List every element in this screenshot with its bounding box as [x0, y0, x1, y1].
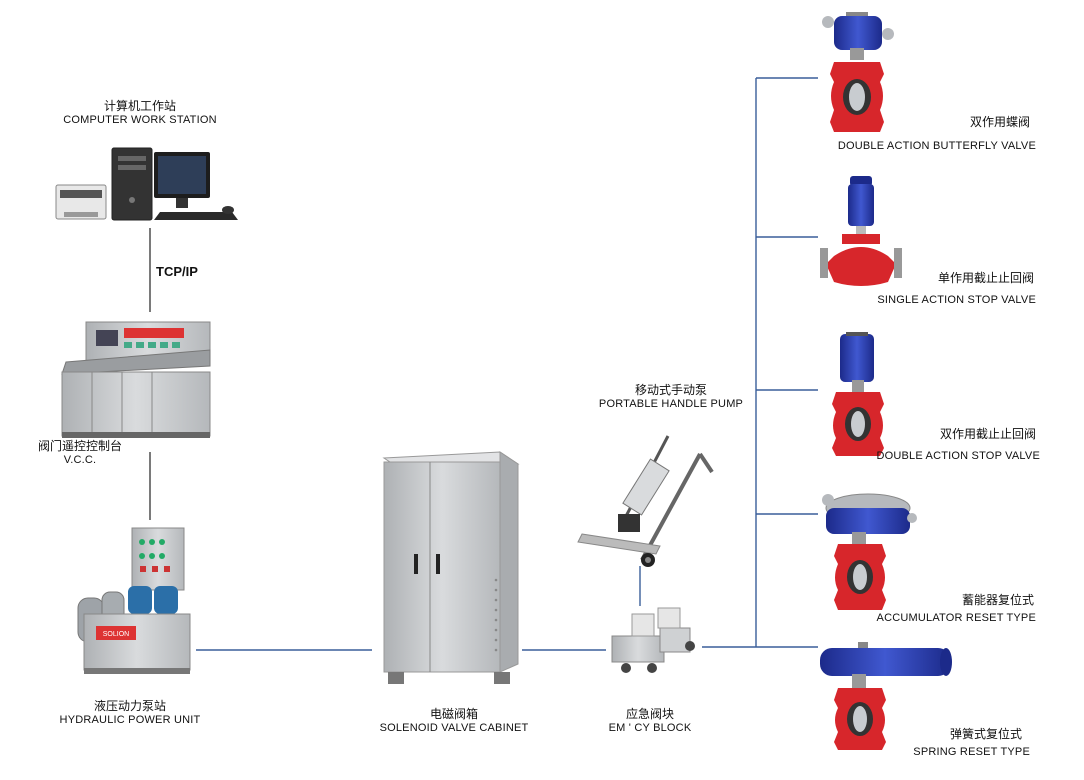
hand-pump-icon — [577, 435, 714, 567]
butterfly-valve-icon — [832, 332, 884, 456]
hydraulic-unit-icon: SOLION — [77, 527, 191, 674]
workstation-label-cn: 计算机工作站 — [103, 99, 176, 113]
butterfly-valve-icon — [820, 642, 952, 750]
control-console-icon — [61, 321, 211, 438]
valve-label-3-cn: 双作用截止止回阀 — [939, 427, 1036, 441]
cabinet-label-cn: 电磁阀箱 — [429, 707, 478, 721]
valve-label-1: 双作用蝶阀 DOUBLE ACTION BUTTERFLY VALVE — [810, 115, 1036, 152]
valve-label-2-cn: 单作用截止止回阀 — [937, 271, 1034, 285]
workstation-label: 计算机工作站 COMPUTER WORK STATION — [40, 99, 240, 126]
pump-label-en: PORTABLE HANDLE PUMP — [598, 397, 744, 410]
valve-label-5-cn: 弹簧式复位式 — [949, 727, 1022, 741]
valve-cabinet-icon — [382, 451, 520, 684]
valve-label-2-en: SINGLE ACTION STOP VALVE — [877, 293, 1036, 306]
valve-label-5-en: SPRING RESET TYPE — [913, 745, 1030, 758]
block-label-cn: 应急阀块 — [625, 707, 674, 721]
stop-valve-icon — [820, 176, 902, 286]
valve-block-icon — [611, 607, 695, 673]
vcc-label: 阀门遥控控制台 V.C.C. — [30, 439, 130, 466]
cabinet-label-en: SOLENOID VALVE CABINET — [379, 721, 529, 734]
block-label-en: EM ' CY BLOCK — [608, 721, 692, 734]
butterfly-valve-icon — [822, 493, 917, 610]
workstation-label-en: COMPUTER WORK STATION — [63, 113, 217, 126]
valve-label-4-cn: 蓄能器复位式 — [961, 593, 1034, 607]
butterfly-valve-icon — [822, 12, 894, 132]
pump-label-cn: 移动式手动泵 — [634, 383, 707, 397]
valve-label-4: 蓄能器复位式 ACCUMULATOR RESET TYPE — [810, 593, 1036, 624]
computer-workstation-icon — [55, 147, 238, 221]
valve-label-3: 双作用截止止回阀 DOUBLE ACTION STOP VALVE — [810, 427, 1040, 462]
cabinet-label: 电磁阀箱 SOLENOID VALVE CABINET — [364, 707, 544, 734]
valve-label-3-en: DOUBLE ACTION STOP VALVE — [876, 449, 1040, 462]
protocol-label: TCP/IP — [156, 264, 198, 279]
hpu-label-cn: 液压动力泵站 — [93, 699, 166, 713]
valve-label-5: 弹簧式复位式 SPRING RESET TYPE — [810, 727, 1030, 758]
valve-label-1-cn: 双作用蝶阀 — [969, 115, 1030, 129]
vcc-label-cn: 阀门遥控控制台 — [37, 439, 122, 453]
valve-label-1-en: DOUBLE ACTION BUTTERFLY VALVE — [837, 139, 1036, 152]
connection-lines — [149, 77, 818, 651]
valve-label-2: 单作用截止止回阀 SINGLE ACTION STOP VALVE — [810, 271, 1036, 306]
pump-label: 移动式手动泵 PORTABLE HANDLE PUMP — [586, 383, 756, 410]
block-label: 应急阀块 EM ' CY BLOCK — [580, 707, 720, 734]
vcc-label-en: V.C.C. — [63, 453, 97, 466]
hpu-label: 液压动力泵站 HYDRAULIC POWER UNIT — [40, 699, 220, 726]
hpu-label-en: HYDRAULIC POWER UNIT — [59, 713, 201, 726]
hpu-nameplate: SOLION — [103, 631, 129, 638]
valve-label-4-en: ACCUMULATOR RESET TYPE — [876, 611, 1036, 624]
